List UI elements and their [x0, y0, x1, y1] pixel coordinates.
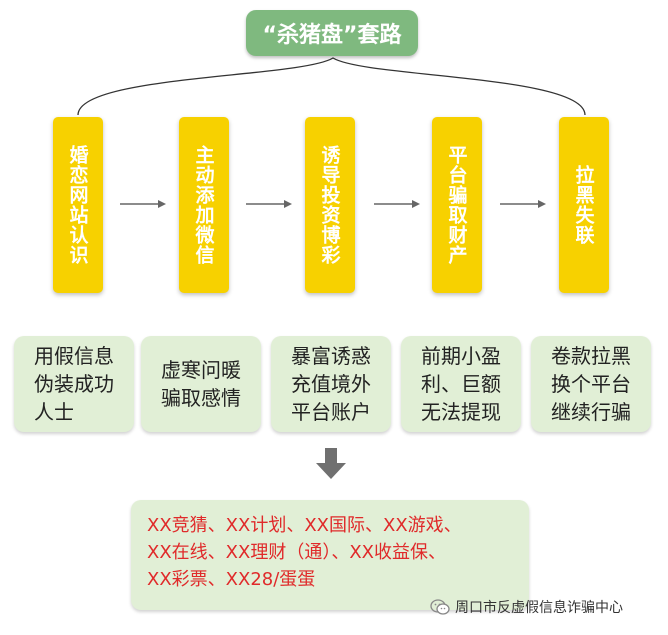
step-3-desc-line: 暴富诱惑: [291, 344, 371, 368]
down-arrow: [316, 448, 346, 479]
wechat-icon: [430, 599, 450, 615]
step-5-box: 拉黑失联: [559, 117, 609, 293]
step-2-box: 主动添加微信: [179, 117, 229, 293]
step-5-description: 卷款拉黑 换个平台 继续行骗: [531, 336, 651, 432]
step-3-description: 暴富诱惑 充值境外 平台账户: [271, 336, 391, 432]
platform-names-line: XX在线、XX理财（通）、XX收益保、: [147, 542, 446, 563]
step-4-label: 平台骗取财产: [445, 145, 468, 265]
flow-arrow-4: [500, 200, 546, 208]
step-1-box: 婚恋网站认识: [53, 117, 103, 293]
step-4-desc-line: 利、巨额: [421, 372, 501, 396]
step-4-box: 平台骗取财产: [432, 117, 482, 293]
flow-arrow-3: [374, 200, 420, 208]
step-4-desc-line: 无法提现: [421, 400, 501, 424]
step-5-desc-line: 继续行骗: [551, 400, 631, 424]
step-4-description: 前期小盈 利、巨额 无法提现: [401, 336, 521, 432]
step-5-label: 拉黑失联: [572, 165, 595, 245]
platform-names-box: XX竞猜、XX计划、XX国际、XX游戏、 XX在线、XX理财（通）、XX收益保、…: [131, 500, 529, 610]
platform-names-line: XX竞猜、XX计划、XX国际、XX游戏、: [147, 515, 462, 536]
step-3-desc-line: 平台账户: [291, 400, 371, 424]
step-3-box: 诱导投资博彩: [305, 117, 355, 293]
step-2-desc-line: 虚寒问暖: [161, 358, 241, 382]
platform-names-line: XX彩票、XX28/蛋蛋: [147, 569, 316, 590]
step-2-desc-line: 骗取感情: [161, 386, 241, 410]
step-2-description: 虚寒问暖 骗取感情: [141, 336, 261, 432]
step-1-desc-line: 人士: [34, 400, 74, 424]
flow-arrow-2: [246, 200, 292, 208]
step-1-desc-line: 用假信息: [34, 344, 114, 368]
title-brace: [77, 57, 586, 116]
step-1-desc-line: 伪装成功: [34, 372, 114, 396]
step-2-label: 主动添加微信: [192, 145, 215, 265]
diagram-title: “杀猪盘”套路: [246, 10, 418, 56]
step-5-desc-line: 换个平台: [551, 372, 631, 396]
source-watermark: 周口市反虚假信息诈骗中心: [430, 596, 623, 618]
flow-arrow-1: [120, 200, 166, 208]
step-4-desc-line: 前期小盈: [421, 344, 501, 368]
step-1-label: 婚恋网站认识: [66, 145, 89, 265]
step-1-description: 用假信息 伪装成功 人士: [14, 336, 134, 432]
step-5-desc-line: 卷款拉黑: [551, 344, 631, 368]
step-3-label: 诱导投资博彩: [318, 145, 341, 265]
step-3-desc-line: 充值境外: [291, 372, 371, 396]
watermark-text: 周口市反虚假信息诈骗中心: [455, 600, 623, 616]
